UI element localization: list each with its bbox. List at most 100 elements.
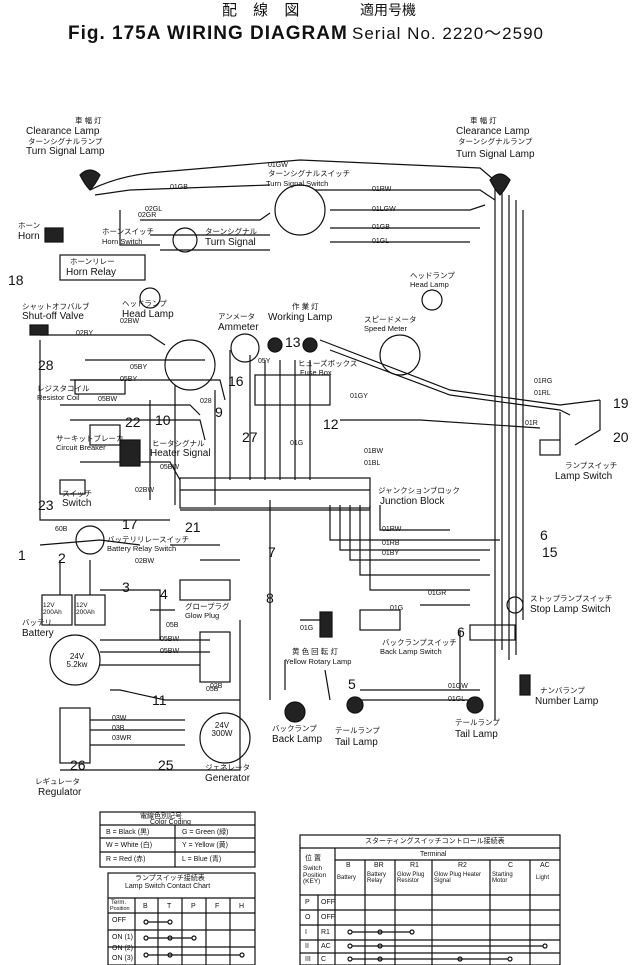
starter-terminal-icon (199, 631, 231, 683)
rotary-lamp-icon (319, 611, 333, 638)
lamp-chart-corner: Position (110, 906, 130, 912)
callout-number: 6 (457, 624, 465, 640)
turn-left-jp: ターンシグナルランプ (28, 137, 103, 146)
horn-relay-jp: ホーンリレー (70, 257, 115, 266)
callout-number: 1 (18, 547, 26, 563)
wire-code: 03B (112, 725, 125, 732)
callout-number: 7 (268, 544, 276, 560)
horn-jp: ホーン (18, 221, 41, 230)
junction-label: Junction Block (380, 496, 445, 507)
wire-code: 01RL (534, 390, 551, 397)
junction-block-icon (179, 477, 371, 509)
head-right-jp: ヘッドランプ (410, 271, 455, 280)
turn-signal-switch-icon (274, 184, 326, 236)
back-switch-jp: バックランプスイッチ (382, 638, 457, 647)
tail-lamp-right-icon (466, 696, 484, 714)
callout-number: 16 (228, 373, 244, 389)
color-code-cell: G = Green (緑) (182, 829, 229, 836)
head-lamp-left-icon (139, 287, 161, 309)
tail-mid-label: Tail Lamp (335, 737, 378, 748)
color-code-cell: W = White (白) (106, 842, 153, 849)
lamp-switch-icon (539, 439, 561, 456)
callout-number: 9 (215, 404, 223, 420)
working-lamp-2-icon (302, 337, 318, 353)
regulator-jp: レギュレータ (35, 777, 80, 786)
horn-relay-label: Horn Relay (66, 267, 117, 278)
lamp-chart-row: ON (3) (112, 955, 133, 962)
start-chart-col-name: Light (536, 875, 550, 881)
turn-signal-jp: ターンシグナル (205, 227, 258, 236)
wire-code: 01GW (268, 162, 288, 169)
wire-code: 60B (55, 526, 68, 533)
wire-code: 05B (206, 686, 219, 693)
ammeter-jp: アンメータ (218, 312, 255, 321)
wire-code: 01GR (428, 590, 447, 597)
head-left-label: Head Lamp (122, 309, 174, 320)
lamp-switch-jp: ランプスイッチ (565, 461, 618, 470)
wire-code: 05B (166, 622, 179, 629)
color-code-title-jp: 電線色別記号 (140, 813, 182, 820)
callout-number: 28 (38, 357, 54, 373)
horn-relay-icon (59, 254, 146, 281)
wire-code: 01BL (364, 460, 381, 467)
lamp-chart-title-jp: ランプスイッチ接続表 (135, 875, 205, 882)
wire-code: 01RW (382, 526, 402, 533)
callout-number: 10 (155, 412, 171, 428)
wire-code: 01R (525, 420, 538, 427)
lamp-chart-row: OFF (112, 917, 126, 924)
callout-number: 25 (158, 757, 174, 773)
start-chart-col-name: Starting Motor (492, 872, 513, 884)
generator-icon (199, 712, 251, 764)
wire-code: 02BW (135, 558, 155, 565)
start-chart-pos: Switch Position (KEY) (303, 865, 327, 885)
generator-rating: 24V 300W (211, 721, 233, 738)
battery-label: Battery (22, 628, 54, 639)
wire-code: 05BW (160, 636, 180, 643)
start-chart-row-label: OFF (321, 914, 335, 921)
wire-code: 01BW (364, 448, 384, 455)
callout-number: 4 (160, 586, 168, 602)
clearance-right-label: Clearance Lamp (456, 126, 530, 137)
work-lamp-label: Working Lamp (268, 312, 333, 323)
rotary-jp: 黄 色 回 転 灯 (292, 647, 338, 656)
heater-signal-icon (119, 439, 141, 467)
battery-1-rating: 12V 200Ah (43, 602, 62, 616)
wire-code: 01G (300, 625, 314, 632)
heater-jp: ヒータシグナル (152, 439, 205, 448)
start-chart-title-jp: スターティングスイッチコントロール接続表 (365, 838, 505, 845)
start-chart-col-letter: R2 (458, 862, 467, 869)
battery-relay-switch-icon (75, 525, 105, 555)
starter-rating: 24V 5.2kw (66, 652, 88, 669)
back-lamp-label: Back Lamp (272, 734, 323, 745)
horn-label: Horn (18, 231, 40, 242)
color-code-cell: L = Blue (青) (182, 856, 222, 863)
breaker-label: Circuit Breaker (56, 443, 106, 452)
stop-switch-jp: ストップランプスイッチ (530, 594, 613, 603)
callout-number: 15 (542, 544, 558, 560)
junction-jp: ジャンクションブロック (378, 486, 460, 495)
battery-jp: バッテリ (22, 618, 52, 627)
callout-number: 23 (38, 497, 54, 513)
wire-code: 028 (200, 398, 212, 405)
fuse-box-label: Fuse Box (300, 368, 332, 377)
clearance-lamp-left-icon (79, 169, 101, 191)
wire-code: 02BW (135, 487, 155, 494)
color-code-cell: R = Red (赤) (106, 856, 146, 863)
wire-code: 01G (290, 440, 304, 447)
lamp-chart-frame (107, 872, 256, 965)
horn-icon (44, 227, 64, 243)
start-chart-frame (299, 834, 561, 965)
turn-right-label: Turn Signal Lamp (456, 149, 535, 160)
title-japanese: 配 線 図 (222, 2, 306, 19)
wire-code: 01GY (350, 393, 368, 400)
number-lamp-jp: ナンバランプ (540, 686, 585, 695)
ammeter-icon (230, 333, 260, 363)
start-chart-col-letter: C (508, 862, 514, 869)
wire-code: 02GL (145, 206, 163, 213)
lamp-chart-row: ON (2) (112, 945, 133, 952)
speed-meter-label: Speed Meter (364, 324, 407, 333)
wire-code: 01RB (382, 540, 400, 547)
connector-block-icon (469, 624, 516, 641)
wire-code: 01GB (372, 224, 390, 231)
